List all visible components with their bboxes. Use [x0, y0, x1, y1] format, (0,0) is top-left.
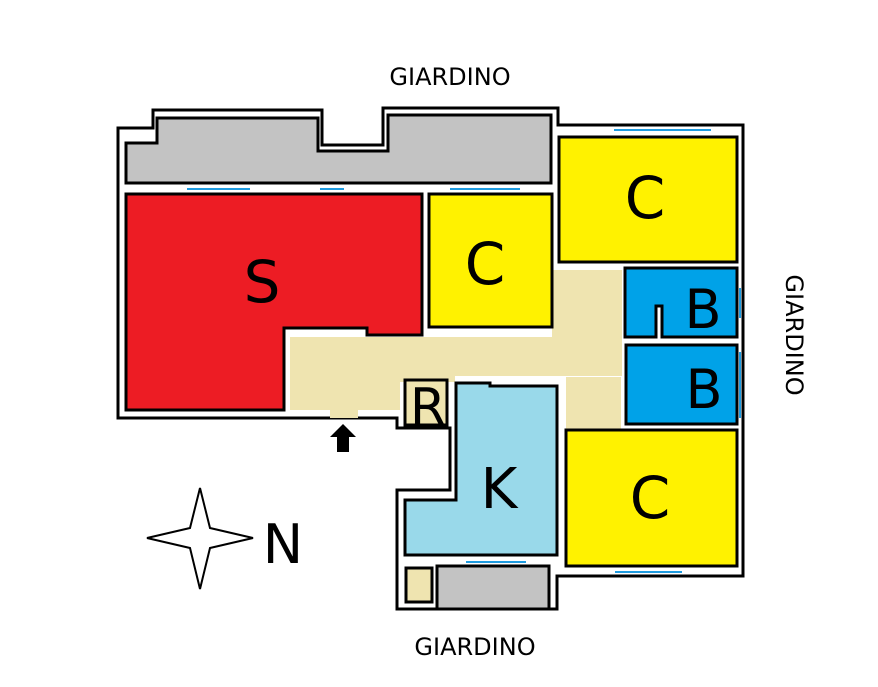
room-bedroom-3[interactable]	[564, 428, 739, 568]
room-bath-2[interactable]	[624, 343, 739, 426]
hallway-alcove	[566, 377, 621, 430]
windows	[187, 129, 741, 573]
label-bedroom-2: C	[625, 164, 666, 232]
arrow-up-icon	[330, 424, 356, 452]
hallway	[290, 270, 622, 418]
label-kitchen: K	[481, 457, 519, 522]
label-storage: R	[410, 378, 446, 438]
garden-right-label: GIARDINO	[780, 274, 808, 395]
compass-star-icon	[146, 487, 254, 590]
label-bath-2: B	[685, 358, 722, 421]
room-living[interactable]	[124, 192, 424, 412]
label-bedroom-3: C	[630, 464, 671, 532]
label-living: S	[244, 248, 281, 316]
room-bedroom-1[interactable]	[427, 192, 554, 329]
terrace-bottom	[435, 564, 551, 611]
room-bedroom-2[interactable]	[557, 135, 739, 264]
bottom-closet	[404, 566, 434, 604]
room-storage[interactable]	[403, 378, 449, 427]
label-bedroom-1: C	[465, 230, 506, 298]
label-bath-1: B	[684, 278, 721, 341]
garden-bottom-label: GIARDINO	[414, 633, 535, 661]
garden-top-label: GIARDINO	[389, 63, 510, 91]
terrace-top	[124, 113, 553, 185]
north-label: N	[263, 513, 303, 576]
room-kitchen[interactable]	[403, 381, 559, 557]
room-bath-1[interactable]	[623, 266, 739, 339]
